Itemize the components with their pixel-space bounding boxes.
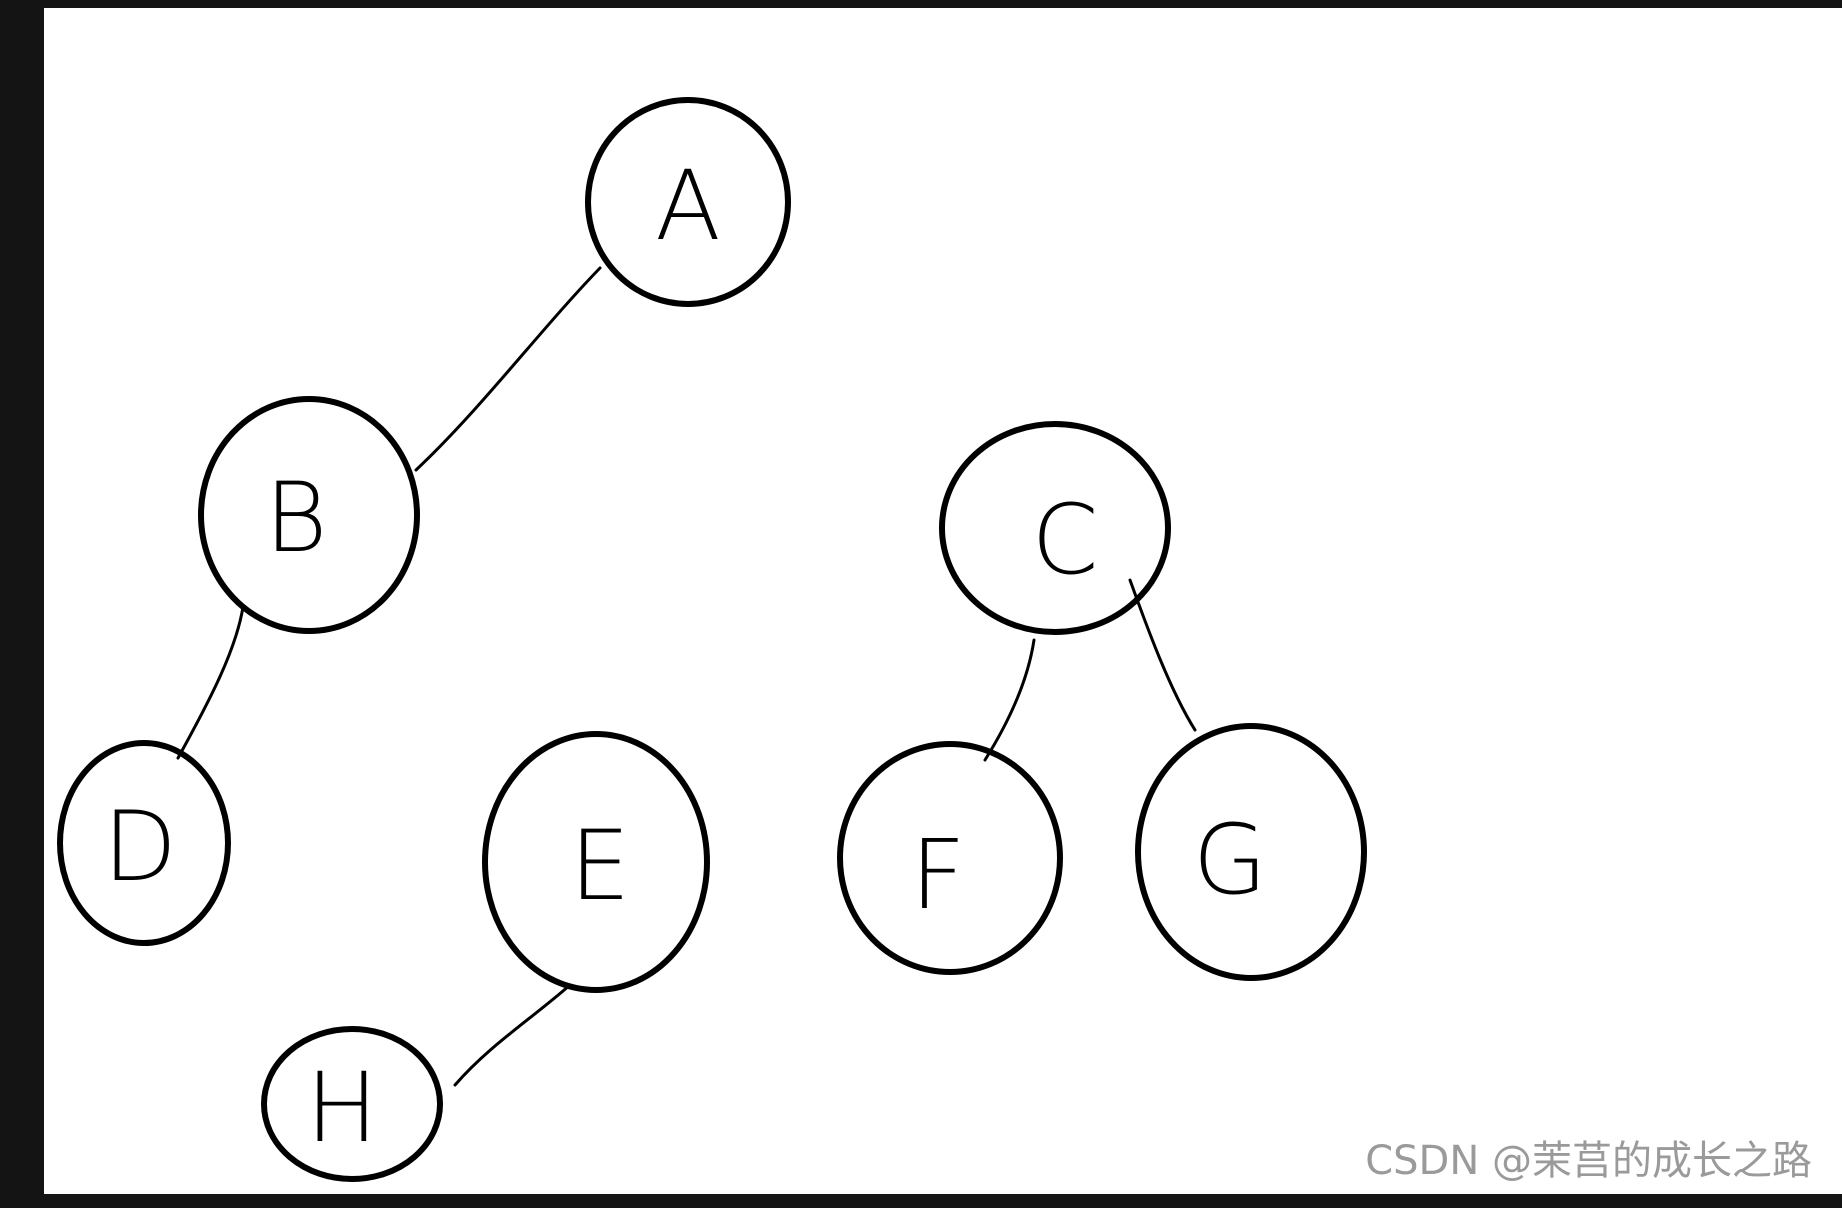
- node-label: B: [265, 462, 328, 574]
- node-circle: [482, 731, 710, 993]
- node-label: E: [570, 810, 631, 922]
- edge-A-B: [414, 266, 602, 472]
- edge-C-F: [983, 638, 1036, 762]
- node-label: C: [1031, 484, 1098, 596]
- node-circle: [939, 421, 1171, 635]
- edge-E-H: [453, 983, 572, 1087]
- node-circle: [198, 396, 420, 634]
- node-circle: [1135, 723, 1367, 981]
- node-H: H: [261, 1026, 443, 1182]
- node-F: F: [837, 741, 1063, 975]
- node-label: A: [655, 150, 721, 262]
- node-label: H: [306, 1052, 378, 1164]
- node-label: D: [103, 791, 177, 903]
- white-drawing-area: [44, 8, 1842, 1194]
- node-A: A: [585, 97, 791, 307]
- node-E: E: [482, 731, 710, 993]
- node-circle: [261, 1026, 443, 1182]
- node-label: F: [910, 819, 965, 931]
- node-label: G: [1193, 804, 1267, 916]
- node-circle: [837, 741, 1063, 975]
- node-G: G: [1135, 723, 1367, 981]
- node-B: B: [198, 396, 420, 634]
- node-D: D: [57, 740, 231, 946]
- edge-B-D: [176, 605, 245, 760]
- node-C: C: [939, 421, 1171, 635]
- node-circle: [57, 740, 231, 946]
- watermark-text: CSDN @茉莒的成长之路: [1365, 1138, 1812, 1184]
- node-circle: [585, 97, 791, 307]
